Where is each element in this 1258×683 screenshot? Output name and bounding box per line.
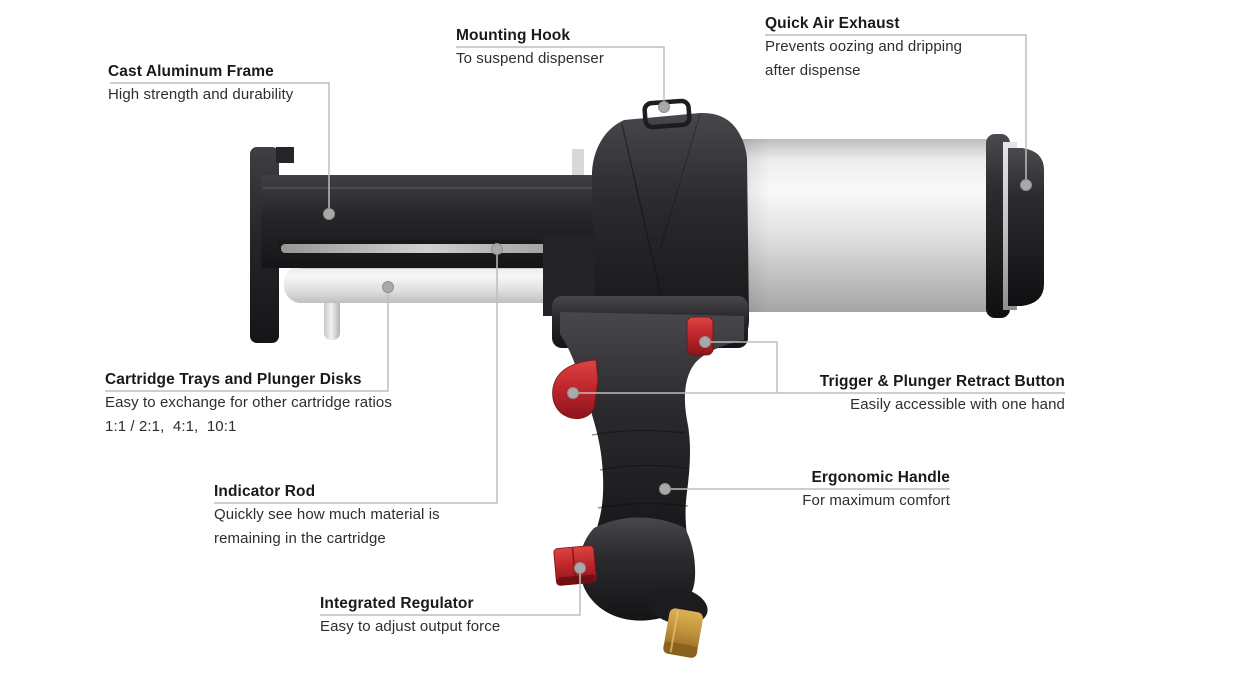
callout-dot-handle <box>659 483 671 495</box>
callout-dot-exhaust <box>1020 179 1032 191</box>
callout-mounting-hook: Mounting Hook To suspend dispenser <box>456 25 604 71</box>
cartridge-outlet-peg <box>324 294 340 340</box>
callout-title: Cartridge Trays and Plunger Disks <box>105 371 362 388</box>
callout-line-frame <box>110 82 330 211</box>
callout-title: Mounting Hook <box>456 27 571 44</box>
callout-desc-line: Prevents oozing and dripping <box>765 38 963 55</box>
flange-step <box>276 147 294 163</box>
callout-line-hook <box>456 46 665 104</box>
callout-line-indicator <box>214 252 498 504</box>
handle-shape <box>560 312 744 562</box>
callout-dot-trigger <box>567 387 579 399</box>
callout-dot-hook <box>658 101 670 113</box>
callout-desc-line: remaining in the cartridge <box>214 530 386 547</box>
callout-dot-regulator <box>574 562 586 574</box>
callout-line-regulator <box>320 572 581 616</box>
cartridge-tube <box>284 265 604 303</box>
rod-rear-tab <box>572 149 584 183</box>
body-seam-2 <box>659 113 701 251</box>
callout-desc-line: Quickly see how much material is <box>214 506 440 523</box>
retract-button-shape <box>686 316 714 356</box>
callout-lines <box>105 34 1065 616</box>
end-cap <box>1008 148 1044 306</box>
callout-cast-aluminum-frame: Cast Aluminum Frame High strength and du… <box>108 61 293 107</box>
handle-seam-3 <box>597 502 689 509</box>
body-housing <box>591 112 749 344</box>
callout-line-retract-button <box>705 341 778 393</box>
handle-seam-2 <box>599 464 687 471</box>
callout-integrated-regulator: Integrated Regulator Easy to adjust outp… <box>320 593 500 639</box>
callout-title: Ergonomic Handle <box>811 469 950 486</box>
callout-title: Trigger & Plunger Retract Button <box>819 373 1065 390</box>
indicator-rod-shape <box>281 244 569 253</box>
callout-title: Quick Air Exhaust <box>765 15 900 32</box>
callout-dot-retract-button <box>699 336 711 348</box>
air-inlet-fitting <box>663 608 703 658</box>
callout-cartridge-trays: Cartridge Trays and Plunger Disks Easy t… <box>105 369 392 439</box>
callout-title: Indicator Rod <box>214 483 316 500</box>
callout-dot-frame <box>323 208 335 220</box>
callout-ergonomic-handle: Ergonomic Handle For maximum comfort <box>802 467 950 513</box>
callout-desc-line: High strength and durability <box>108 86 294 103</box>
callout-desc-line: Easily accessible with one hand <box>850 396 1065 413</box>
callout-trigger-retract-button: Trigger & Plunger Retract Button Easily … <box>820 371 1065 417</box>
callout-indicator-rod: Indicator Rod Quickly see how much mater… <box>214 481 440 551</box>
callout-dot-indicator <box>491 243 503 255</box>
callout-desc-line: 1:1 / 2:1, 4:1, 10:1 <box>105 418 237 435</box>
callout-desc-line: For maximum comfort <box>802 492 950 509</box>
callout-line-trays <box>105 290 389 392</box>
callout-desc-line: To suspend dispenser <box>456 50 604 67</box>
callout-title: Integrated Regulator <box>320 595 474 612</box>
callout-desc-line: Easy to exchange for other cartridge rat… <box>105 394 392 411</box>
callout-desc-line: after dispense <box>765 62 861 79</box>
callout-dots <box>323 101 1032 574</box>
callout-desc-line: Easy to adjust output force <box>320 618 501 635</box>
callout-line-exhaust <box>765 34 1027 181</box>
callout-quick-air-exhaust: Quick Air Exhaust Prevents oozing and dr… <box>765 13 962 83</box>
callout-dot-trays <box>382 281 394 293</box>
callout-title: Cast Aluminum Frame <box>108 63 274 80</box>
handle-seam-1 <box>591 429 686 436</box>
